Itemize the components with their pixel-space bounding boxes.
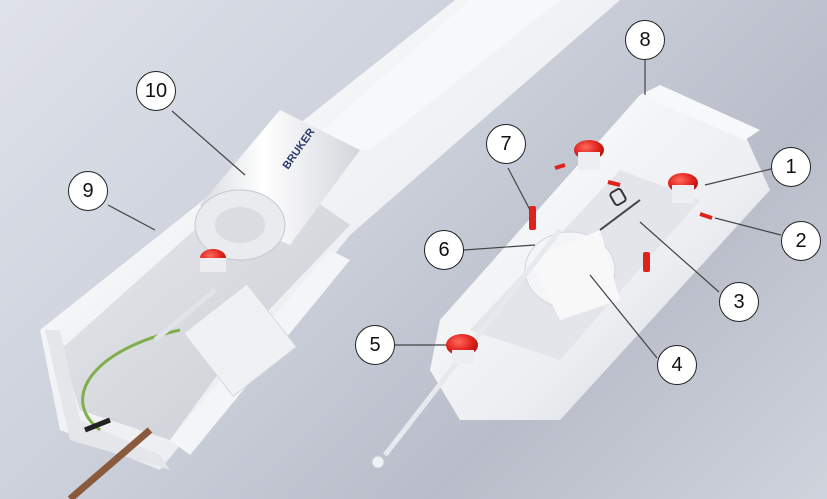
callout-leaders [107, 60, 782, 359]
callout-10: 10 [136, 71, 176, 111]
left-probe-housing [40, 0, 620, 470]
callout-6: 6 [424, 230, 464, 270]
callout-3: 3 [719, 282, 759, 322]
callout-7: 7 [486, 124, 526, 164]
callout-5: 5 [355, 325, 395, 365]
callout-2: 2 [781, 221, 821, 261]
callout-1: 1 [771, 147, 811, 187]
callout-9: 9 [68, 171, 108, 211]
callout-8: 8 [625, 20, 665, 60]
callout-4: 4 [657, 345, 697, 385]
probe-wires [67, 328, 181, 499]
bruker-module: BRUKER [194, 110, 360, 261]
left-capillary [153, 249, 226, 342]
sample-insert [371, 85, 770, 469]
